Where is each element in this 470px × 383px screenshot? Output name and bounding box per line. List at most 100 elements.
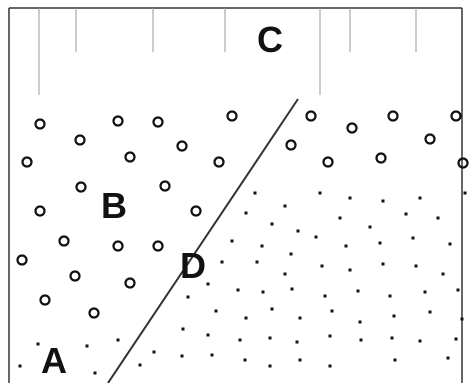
small-dot (230, 239, 234, 243)
open-circle (424, 133, 436, 145)
small-dot (181, 327, 185, 331)
small-dot (85, 344, 89, 348)
small-dot (290, 287, 294, 291)
small-dot (261, 290, 265, 294)
small-dot (314, 235, 318, 239)
small-dot (460, 317, 464, 321)
small-dot (253, 191, 257, 195)
small-dot (210, 353, 214, 357)
label-b: B (101, 185, 127, 226)
small-dot (320, 264, 324, 268)
small-dot (436, 216, 440, 220)
small-dot (463, 191, 467, 195)
small-dot (270, 307, 274, 311)
small-dot-particles (18, 191, 467, 375)
small-dot (338, 216, 342, 220)
small-dot (359, 338, 363, 342)
small-dot (298, 358, 302, 362)
open-circle (159, 180, 171, 192)
small-dot (328, 334, 332, 338)
small-dot (318, 191, 322, 195)
small-dot (296, 229, 300, 233)
small-dot (348, 196, 352, 200)
open-circle (39, 294, 51, 306)
small-dot (418, 339, 422, 343)
small-dot (93, 371, 97, 375)
open-circle (387, 110, 399, 122)
small-dot (414, 264, 418, 268)
small-dot (411, 236, 415, 240)
small-dot (404, 212, 408, 216)
small-dot (206, 333, 210, 337)
small-dot (454, 337, 458, 341)
top-tick-marks (38, 8, 417, 95)
small-dot (448, 242, 452, 246)
small-dot (236, 288, 240, 292)
small-dot (393, 358, 397, 362)
small-dot (283, 272, 287, 276)
open-circle (152, 240, 164, 252)
small-dot (298, 316, 302, 320)
small-dot (295, 340, 299, 344)
open-circle (88, 307, 100, 319)
small-dot (220, 260, 224, 264)
small-dot (456, 288, 460, 292)
open-circle-particles (16, 110, 469, 319)
small-dot (18, 364, 22, 368)
open-circle (69, 270, 81, 282)
small-dot (446, 356, 450, 360)
small-dot (186, 295, 190, 299)
small-dot (36, 342, 40, 346)
small-dot (283, 204, 287, 208)
small-dot (388, 294, 392, 298)
small-dot (381, 199, 385, 203)
open-circle (124, 277, 136, 289)
small-dot (238, 338, 242, 342)
open-circle (450, 110, 462, 122)
small-dot (138, 363, 142, 367)
small-dot (378, 241, 382, 245)
small-dot (152, 350, 156, 354)
small-dot (243, 358, 247, 362)
small-dot (418, 196, 422, 200)
label-c: C (257, 19, 283, 60)
small-dot (330, 309, 334, 313)
small-dot (270, 222, 274, 226)
small-dot (368, 225, 372, 229)
small-dot (381, 262, 385, 266)
open-circle (190, 205, 202, 217)
small-dot (289, 252, 293, 256)
open-circle (226, 110, 238, 122)
open-circle (58, 235, 70, 247)
small-dot (358, 320, 362, 324)
small-dot (268, 364, 272, 368)
small-dot (116, 338, 120, 342)
small-dot (268, 336, 272, 340)
open-circle (16, 254, 28, 266)
open-circle (346, 122, 358, 134)
small-dot (348, 268, 352, 272)
open-circle (152, 116, 164, 128)
small-dot (260, 244, 264, 248)
small-dot (244, 211, 248, 215)
open-circle (305, 110, 317, 122)
small-dot (428, 310, 432, 314)
open-circle (34, 118, 46, 130)
open-circle (285, 139, 297, 151)
small-dot (214, 309, 218, 313)
open-circle (213, 156, 225, 168)
label-a: A (41, 340, 67, 381)
open-circle (322, 156, 334, 168)
small-dot (255, 260, 259, 264)
small-dot (423, 290, 427, 294)
small-dot (344, 244, 348, 248)
open-circle (124, 151, 136, 163)
open-circle (112, 115, 124, 127)
open-circle (176, 140, 188, 152)
open-circle (34, 205, 46, 217)
small-dot (323, 294, 327, 298)
open-circle (74, 134, 86, 146)
open-circle (21, 156, 33, 168)
small-dot (356, 289, 360, 293)
